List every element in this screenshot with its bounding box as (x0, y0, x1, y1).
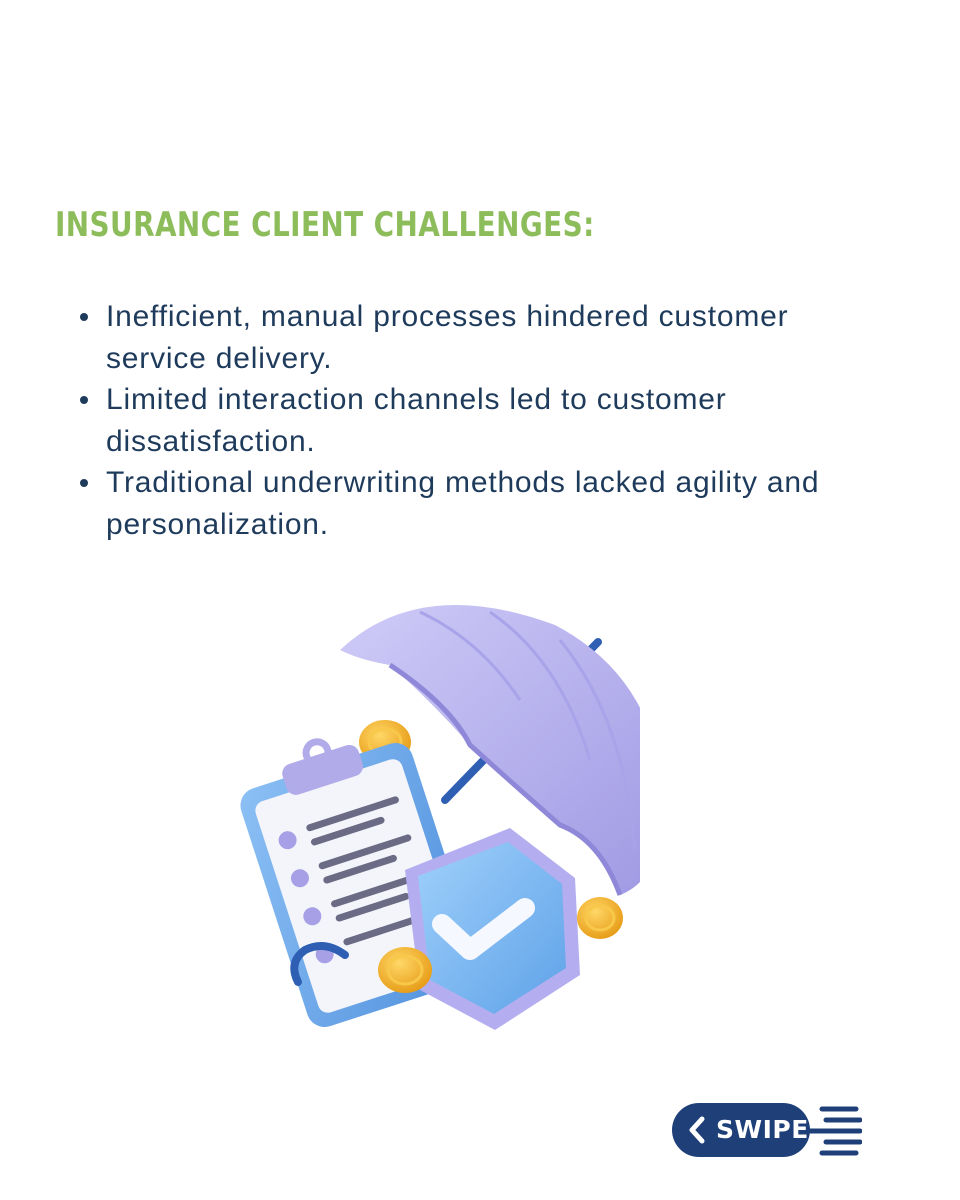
coin-icon (378, 947, 432, 993)
umbrella-icon (340, 605, 640, 896)
chevron-left-icon (689, 1116, 705, 1144)
swipe-button[interactable]: SWIPE (672, 1103, 862, 1157)
swipe-label: SWIPE (716, 1115, 809, 1144)
list-item: Inefficient, manual processes hindered c… (80, 296, 880, 379)
list-item: Traditional underwriting methods lacked … (80, 462, 880, 545)
challenges-list: Inefficient, manual processes hindered c… (80, 296, 880, 545)
insurance-illustration (240, 605, 640, 1030)
shield-check-icon (405, 828, 580, 1030)
list-item: Limited interaction channels led to cust… (80, 379, 880, 462)
page-title: INSURANCE CLIENT CHALLENGES: (55, 205, 595, 245)
speed-lines-icon (807, 1106, 862, 1156)
coin-icon (577, 897, 623, 939)
